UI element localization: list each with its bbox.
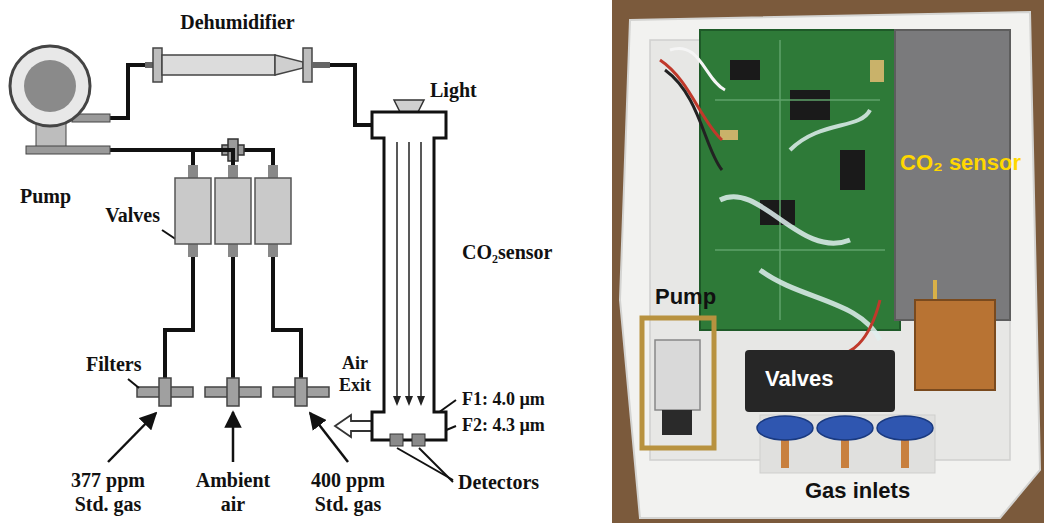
gas-pipe <box>231 257 235 378</box>
photo-illustration <box>901 438 909 468</box>
inlet-arrow <box>108 412 348 462</box>
photo-illustration <box>670 48 725 90</box>
inlet-arrow <box>108 413 156 462</box>
part-label: Detectors <box>458 470 539 494</box>
photo-illustration <box>620 12 1040 518</box>
photo-label: Pump <box>655 284 716 310</box>
inlet-arrow <box>232 412 235 462</box>
photo-illustration <box>720 197 850 243</box>
exit-arrow <box>335 415 372 437</box>
photo-illustration <box>757 416 813 440</box>
pump-shape <box>10 46 90 126</box>
filter-label: F2: 4.3 µm <box>462 414 545 436</box>
component-label: Valves <box>105 203 160 227</box>
photo-illustration <box>781 438 789 468</box>
valve-bank-shape <box>188 243 198 257</box>
valve-bank-shape <box>175 178 211 244</box>
dehumidifier-shape <box>145 48 330 82</box>
photo-label: Gas inlets <box>805 478 910 504</box>
filter-symbol <box>227 378 239 406</box>
photo-illustration <box>841 438 849 468</box>
valve-bank: Valves <box>172 165 294 257</box>
photo-illustration <box>655 340 700 410</box>
photo-illustration <box>715 40 885 320</box>
filter-symbol <box>295 378 307 406</box>
photo-illustration <box>840 150 865 190</box>
photo-illustration <box>817 416 873 440</box>
filter-symbol <box>159 378 171 406</box>
dehumidifier-shape <box>303 48 312 82</box>
co2-sensor-shape <box>396 142 398 398</box>
component-label: Dehumidifier <box>180 10 294 34</box>
photo-illustration <box>662 410 692 435</box>
co2-sensor-shape <box>390 434 403 446</box>
co2-sensor-shape <box>372 100 446 450</box>
valve-bank-shape <box>268 165 278 179</box>
co2-sensor: CO₂sensor <box>372 100 446 450</box>
photo-label: Valves <box>765 366 834 392</box>
co2-sensor-shape <box>420 142 422 398</box>
photo-illustration <box>870 60 884 82</box>
photo-illustration <box>760 200 795 225</box>
photo-label: CO₂ sensor <box>900 150 1021 176</box>
gas-pipe <box>165 257 193 378</box>
valve-bank-shape <box>215 178 251 244</box>
valve-bank-shape <box>188 165 198 179</box>
photo-illustration <box>790 110 870 150</box>
co2-sensor-shape <box>372 112 446 440</box>
component-label: CO₂sensor <box>462 240 552 264</box>
gas-pipe <box>273 257 301 378</box>
photo-illustration <box>877 416 933 440</box>
dehumidifier-shape <box>275 55 303 75</box>
photo-illustration <box>700 30 900 330</box>
dehumidifier-shape <box>162 55 275 75</box>
part-label: Light <box>430 78 477 102</box>
photo-illustration <box>612 0 1044 523</box>
photo-illustration <box>720 130 738 140</box>
co2-sensor-shape <box>393 396 401 406</box>
dehumidifier: Dehumidifier <box>145 48 330 82</box>
gas-pipe <box>330 65 372 125</box>
co2-sensor-shape <box>412 434 425 446</box>
gas-source-label: Ambient air <box>189 468 277 516</box>
photo-illustration <box>612 0 1044 523</box>
co2-sensor-shape <box>408 142 410 398</box>
photo-illustration <box>790 90 830 120</box>
leader-line <box>128 379 139 388</box>
valve-bank-shape <box>172 165 294 257</box>
gas-pipe <box>110 150 233 165</box>
part-label: Filters <box>86 352 142 376</box>
pump: Pump <box>6 42 110 162</box>
gas-source-label: 400 ppm Std. gas <box>304 468 392 516</box>
valve-bank-shape <box>228 243 238 257</box>
photo-illustration <box>830 300 880 354</box>
valve-bank-shape <box>228 165 238 179</box>
co2-sensor-shape <box>394 100 424 112</box>
pump-shape <box>26 146 110 154</box>
gas-pipe <box>165 150 301 378</box>
valve-bank-shape <box>268 243 278 257</box>
dehumidifier-shape <box>312 62 330 68</box>
photo-illustration <box>745 350 895 412</box>
photo-illustration <box>642 318 714 448</box>
co2-sensor-shape <box>417 396 425 406</box>
photo-illustration <box>915 300 995 390</box>
filter-symbol <box>137 378 329 406</box>
pump-shape <box>6 42 110 162</box>
leader-line <box>419 448 453 482</box>
photo-illustration <box>730 60 760 80</box>
pump-shape <box>24 60 76 112</box>
photo-illustration <box>760 270 880 340</box>
valve-bank-shape <box>255 178 291 244</box>
component-label: Pump <box>20 184 71 208</box>
filter-label: F1: 4.0 µm <box>462 388 545 410</box>
gas-source-label: 377 ppm Std. gas <box>64 468 152 516</box>
dehumidifier-shape <box>153 48 162 82</box>
photo-illustration <box>933 280 937 300</box>
exit-label: Air Exit <box>332 352 378 396</box>
co2-sensor-shape <box>405 396 413 406</box>
gas-pipe <box>110 65 145 118</box>
photo-illustration <box>665 70 722 170</box>
